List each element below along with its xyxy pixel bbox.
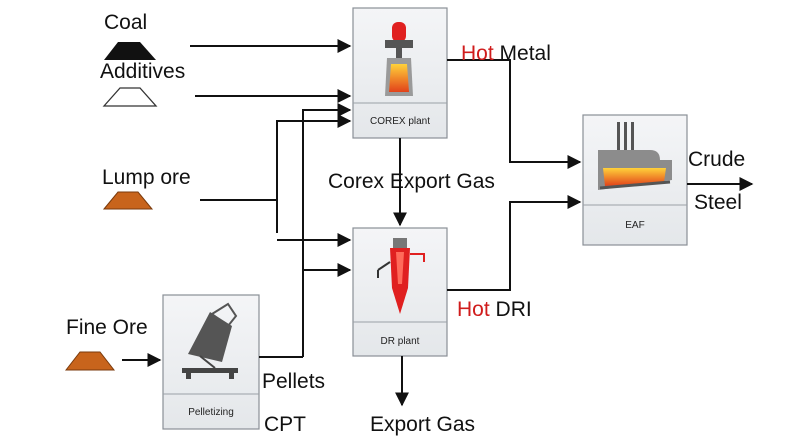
coal-pile-icon (104, 42, 156, 60)
corex-furnace-icon (385, 22, 413, 96)
hot-dri-label: Hot DRI (457, 298, 532, 321)
export-gas-label: Export Gas (370, 413, 475, 436)
arrow-hot-metal-to-eaf (447, 59, 582, 169)
dr-shaft-icon (377, 238, 425, 314)
pellets-label: Pellets (262, 370, 325, 393)
coal-label: Coal (104, 11, 147, 34)
fine-ore-label: Fine Ore (66, 316, 148, 339)
arrow-hot-dri-to-eaf (447, 195, 582, 291)
additives-pile-icon (102, 87, 158, 107)
pelletizing-box: Pelletizing (162, 294, 260, 430)
lump-ore-pile-icon (102, 191, 154, 210)
dr-plant-label: DR plant (381, 336, 420, 347)
corex-plant-box: COREX plant (352, 7, 448, 139)
fine-ore-pile-icon (64, 351, 116, 371)
eaf-icon (598, 122, 672, 190)
cpt-label: CPT (264, 413, 306, 436)
eaf-box: EAF (582, 114, 688, 246)
crude-label: Crude (688, 148, 745, 171)
steel-label: Steel (694, 191, 742, 214)
eaf-label: EAF (625, 220, 644, 231)
lump-ore-label: Lump ore (102, 166, 191, 189)
arrow-feed-to-corex (276, 114, 352, 233)
additives-label: Additives (100, 60, 185, 83)
arrow-pellets-to-corex (302, 103, 352, 357)
pelletizing-label: Pelletizing (188, 407, 234, 418)
hot-metal-label: Hot Metal (461, 42, 551, 65)
corex-export-gas-label: Corex Export Gas (328, 170, 495, 193)
corex-plant-label: COREX plant (370, 116, 430, 127)
dr-plant-box: DR plant (352, 227, 448, 357)
pelletizer-icon (182, 302, 238, 379)
